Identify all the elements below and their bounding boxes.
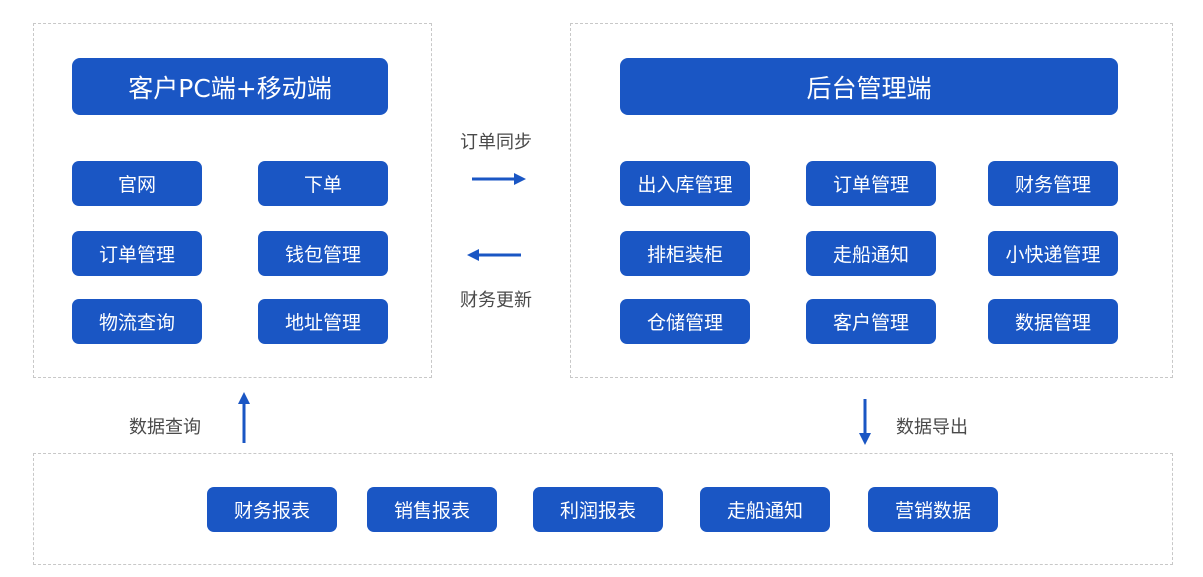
report-shipping-notice[interactable]: 走船通知	[700, 487, 830, 532]
finance-update-label: 财务更新	[460, 290, 532, 311]
client-item-wallet-management[interactable]: 钱包管理	[258, 231, 388, 276]
report-finance[interactable]: 财务报表	[207, 487, 337, 532]
arrow-right-icon	[472, 173, 526, 185]
data-query-label: 数据查询	[129, 417, 201, 438]
arrow-left-icon	[467, 249, 521, 261]
backend-title: 后台管理端	[620, 58, 1118, 115]
backend-item-small-express[interactable]: 小快递管理	[988, 231, 1118, 276]
order-sync-label: 订单同步	[460, 132, 532, 153]
client-item-website[interactable]: 官网	[72, 161, 202, 206]
backend-item-inventory-io[interactable]: 出入库管理	[620, 161, 750, 206]
report-sales[interactable]: 销售报表	[367, 487, 497, 532]
client-item-logistics-query[interactable]: 物流查询	[72, 299, 202, 344]
client-item-address-management[interactable]: 地址管理	[258, 299, 388, 344]
backend-item-finance-management[interactable]: 财务管理	[988, 161, 1118, 206]
data-export-label: 数据导出	[896, 417, 968, 438]
backend-item-container-loading[interactable]: 排柜装柜	[620, 231, 750, 276]
backend-item-data-management[interactable]: 数据管理	[988, 299, 1118, 344]
backend-item-shipping-notice[interactable]: 走船通知	[806, 231, 936, 276]
report-marketing-data[interactable]: 营销数据	[868, 487, 998, 532]
client-item-place-order[interactable]: 下单	[258, 161, 388, 206]
backend-item-warehouse-management[interactable]: 仓储管理	[620, 299, 750, 344]
reports-panel	[33, 453, 1173, 565]
client-panel	[33, 23, 432, 378]
backend-item-order-management[interactable]: 订单管理	[806, 161, 936, 206]
client-title: 客户PC端+移动端	[72, 58, 388, 115]
backend-item-customer-management[interactable]: 客户管理	[806, 299, 936, 344]
report-profit[interactable]: 利润报表	[533, 487, 663, 532]
arrow-up-icon	[238, 392, 250, 443]
arrow-down-icon	[859, 399, 871, 445]
client-item-order-management[interactable]: 订单管理	[72, 231, 202, 276]
backend-panel	[570, 23, 1173, 378]
